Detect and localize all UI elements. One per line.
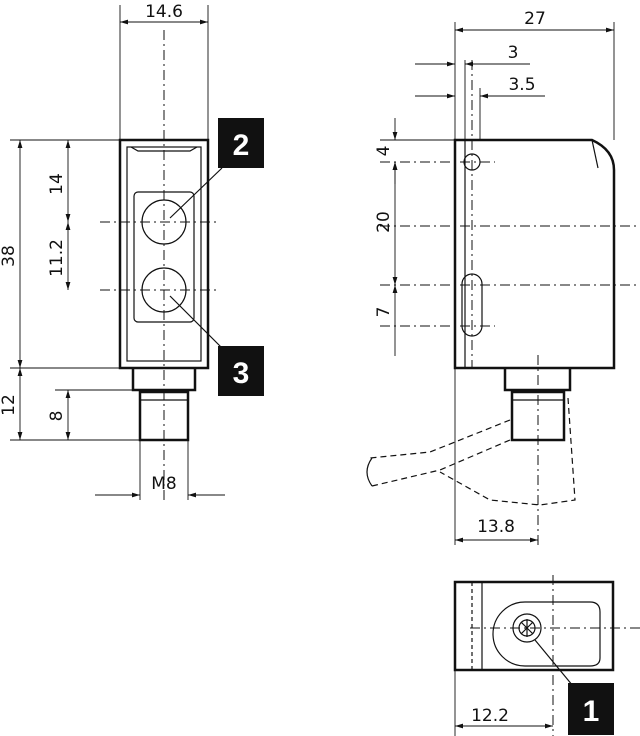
- dim-side-hole-offset: 4: [374, 146, 394, 157]
- dim-front-height: 38: [0, 245, 19, 267]
- dim-side-offset-b: 3.5: [508, 75, 535, 95]
- top-housing-outline: [453, 580, 615, 672]
- dim-top-connector-offset: 12.2: [471, 706, 509, 726]
- callout-1-label: 1: [583, 695, 600, 728]
- dim-front-lens-spacing: 11.2: [47, 239, 67, 277]
- front-view: 14.6 38 14 11.2 12 8 M8 2 3: [0, 2, 264, 500]
- dim-side-offset-a: 3: [508, 43, 519, 63]
- dim-side-slot-length: 7: [374, 307, 394, 318]
- callout-2-label: 2: [233, 129, 250, 162]
- callout-2-box: [218, 118, 264, 168]
- top-connector-boss: [492, 601, 601, 667]
- cable-outline: [369, 419, 511, 487]
- leader-line-2: [169, 167, 223, 219]
- dim-side-connector-offset: 13.8: [477, 517, 515, 537]
- callout-3-label: 3: [233, 357, 250, 390]
- side-view: 27 3 3.5 4 20 7 13.8: [366, 9, 640, 545]
- side-housing-chamfer: [591, 139, 599, 169]
- leader-line-1: [534, 639, 574, 687]
- leader-line-3: [169, 295, 223, 349]
- dim-thread-length: 8: [47, 411, 67, 422]
- angled-plug-outline: [439, 397, 576, 506]
- dim-front-upper-offset: 14: [47, 173, 67, 195]
- side-housing-outline: [453, 138, 616, 370]
- dim-side-depth: 27: [524, 9, 546, 29]
- dim-front-width: 14.6: [145, 2, 183, 22]
- dim-connector-length: 12: [0, 394, 19, 416]
- dim-side-hole-spacing: 20: [374, 211, 394, 233]
- front-housing-inner: [126, 146, 202, 362]
- cable-end: [366, 457, 373, 487]
- callout-3-box: [218, 346, 264, 396]
- dim-thread-size: M8: [151, 474, 176, 494]
- callout-1-box: [568, 683, 614, 735]
- top-view: 12.2 1: [453, 575, 640, 736]
